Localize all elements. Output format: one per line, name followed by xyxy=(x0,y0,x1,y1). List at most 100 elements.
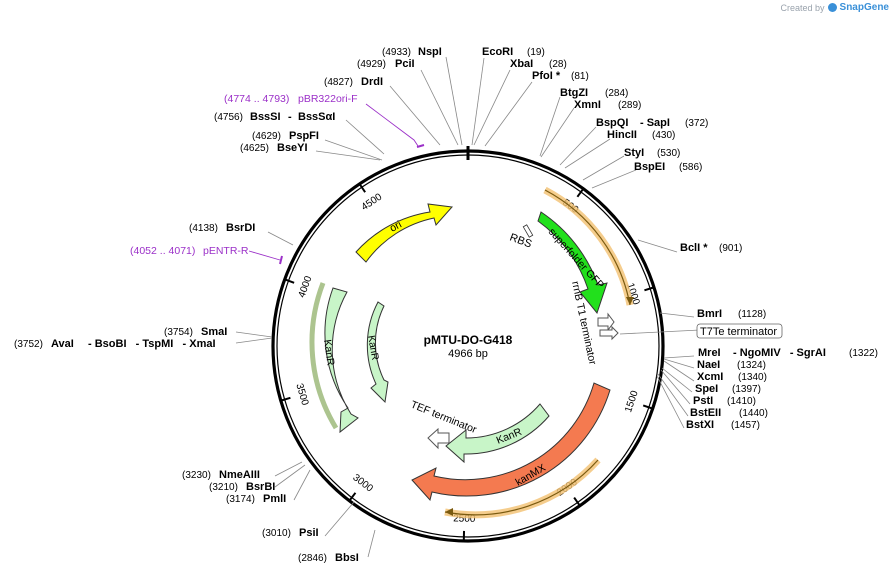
site-position: (430) xyxy=(652,130,675,141)
site-position: (81) xyxy=(571,71,589,82)
site-bspei[interactable]: BspEI xyxy=(634,161,665,173)
site-position: (1457) xyxy=(731,420,760,431)
feature-kanr-middle[interactable]: KanR xyxy=(365,301,389,404)
feature-kanr-outer[interactable]: KanR xyxy=(321,287,359,434)
site-position: (28) xyxy=(549,59,567,70)
position-tick-mark xyxy=(576,188,584,198)
site-bmri[interactable]: BmrI xyxy=(697,308,722,320)
orf-arcs xyxy=(309,186,634,519)
site-ecori[interactable]: EcoRI xyxy=(482,46,513,58)
position-tick-mark xyxy=(644,286,654,292)
site-position: (4929) xyxy=(357,59,386,70)
site-bsrbi[interactable]: BsrBI xyxy=(246,481,275,493)
site-pspfi[interactable]: PspFI xyxy=(289,130,319,142)
position-tick-mark xyxy=(359,184,366,193)
site-psti[interactable]: PstI xyxy=(693,395,713,407)
orf-arc-kanmx-line xyxy=(444,459,599,516)
site-position: (2846) xyxy=(298,553,327,564)
site-styi[interactable]: StyI xyxy=(624,147,644,159)
site-mrei[interactable]: MreI xyxy=(698,347,721,359)
orf-arc-kanr xyxy=(309,282,339,430)
primer-name: pENTR-R xyxy=(203,245,249,257)
site-psii[interactable]: PsiI xyxy=(299,527,319,539)
position-tick-label: 1500 xyxy=(623,389,641,414)
site-xmni[interactable]: XmnI xyxy=(574,99,601,111)
site-position: (284) xyxy=(605,88,628,99)
site-bsssai[interactable]: BssSαI xyxy=(298,111,335,123)
site-drdi[interactable]: DrdI xyxy=(361,76,383,88)
site-position: (1322) xyxy=(849,348,878,359)
position-tick-mark xyxy=(281,396,291,402)
plasmid-name: pMTU-DO-G418 xyxy=(424,333,513,347)
site-position: (1340) xyxy=(738,372,767,383)
feature-ori[interactable]: ori xyxy=(355,203,454,263)
feature-t7te-terminator[interactable]: T7Te terminator xyxy=(599,323,783,341)
position-tick-mark xyxy=(642,404,653,410)
site-bcli[interactable]: BclI * xyxy=(680,242,708,254)
site-position: (530) xyxy=(657,148,680,159)
site-position: (3010) xyxy=(262,528,291,539)
position-tick-label: 2500 xyxy=(453,513,476,524)
site-position: (4625) xyxy=(240,143,269,154)
site-position: (1128) xyxy=(738,309,766,320)
position-tick-mark xyxy=(285,278,295,284)
site-xcmi[interactable]: XcmI xyxy=(697,371,723,383)
orf-arrowhead-kanmx xyxy=(445,508,453,516)
site-position: (586) xyxy=(679,162,702,173)
primer-name: pBR322ori-F xyxy=(298,93,358,105)
site-hincii[interactable]: HincII xyxy=(607,129,637,141)
site-spei[interactable]: SpeI xyxy=(695,383,718,395)
site-bsssi[interactable]: BssSI xyxy=(250,111,281,123)
site-pfoi[interactable]: PfoI * xyxy=(532,70,561,82)
watermark-brand: SnapGene xyxy=(839,2,889,13)
position-tick-label: 3000 xyxy=(350,472,375,495)
position-tick-label: 4000 xyxy=(297,274,315,299)
feature-kanr-inner[interactable]: KanR xyxy=(445,403,550,464)
site-avai-isoschizomers[interactable]: - BsoBI - TspMI - XmaI xyxy=(88,338,216,350)
site-nmeaiii[interactable]: NmeAIII xyxy=(219,469,260,481)
site-position: (3210) xyxy=(209,482,238,493)
site-bsteii[interactable]: BstEII xyxy=(690,407,721,419)
site-avai[interactable]: AvaI xyxy=(51,338,74,350)
site-nspi[interactable]: NspI xyxy=(418,46,442,58)
site-position: (4756) xyxy=(214,112,243,123)
site-bseyi[interactable]: BseYI xyxy=(277,142,308,154)
watermark-prefix: Created by xyxy=(780,2,825,13)
site-btgzi[interactable]: BtgZI xyxy=(560,87,588,99)
site-position: (1324) xyxy=(737,360,766,371)
backbone xyxy=(271,146,665,543)
site-connectors xyxy=(235,56,695,558)
site-bstxi[interactable]: BstXI xyxy=(686,419,714,431)
feature-label: T7Te terminator xyxy=(700,326,777,338)
site-mrei-isoschizomers[interactable]: - NgoMIV - SgrAI xyxy=(733,347,826,359)
plasmid-size: 4966 bp xyxy=(448,348,488,360)
position-tick-label: 3500 xyxy=(293,382,310,407)
site-position: (289) xyxy=(618,100,641,111)
feature-label: KanR xyxy=(365,335,380,362)
site-position: (4827) xyxy=(324,77,353,88)
site-smai[interactable]: SmaI xyxy=(201,326,227,338)
orf-arrowhead-gfp xyxy=(626,297,634,305)
primer-pentr-r: (4052 .. 4071) pENTR-R xyxy=(130,245,283,265)
primer-range: (4774 .. 4793) xyxy=(224,93,289,105)
site-bspqi[interactable]: BspQI xyxy=(596,117,628,129)
site-sapi[interactable]: - SapI xyxy=(640,117,670,129)
site-position: (4138) xyxy=(189,223,218,234)
snapgene-watermark: Created by SnapGene xyxy=(781,2,890,13)
site-position: (1397) xyxy=(732,384,761,395)
feature-label: ori xyxy=(388,219,404,235)
site-position: (901) xyxy=(719,243,742,254)
site-position: (4629) xyxy=(252,131,281,142)
snapgene-logo-icon xyxy=(827,3,837,12)
site-position: (4933) xyxy=(382,47,411,58)
site-naei[interactable]: NaeI xyxy=(697,359,720,371)
site-position: (3752) xyxy=(14,339,43,350)
site-xbai[interactable]: XbaI xyxy=(510,58,533,70)
position-tick-label: 4500 xyxy=(360,191,385,213)
primer-range: (4052 .. 4071) xyxy=(130,245,195,257)
site-bsrdi[interactable]: BsrDI xyxy=(226,222,255,234)
site-pcii[interactable]: PciI xyxy=(395,58,415,70)
site-bbsi[interactable]: BbsI xyxy=(335,552,359,564)
site-pmli[interactable]: PmlI xyxy=(263,493,286,505)
